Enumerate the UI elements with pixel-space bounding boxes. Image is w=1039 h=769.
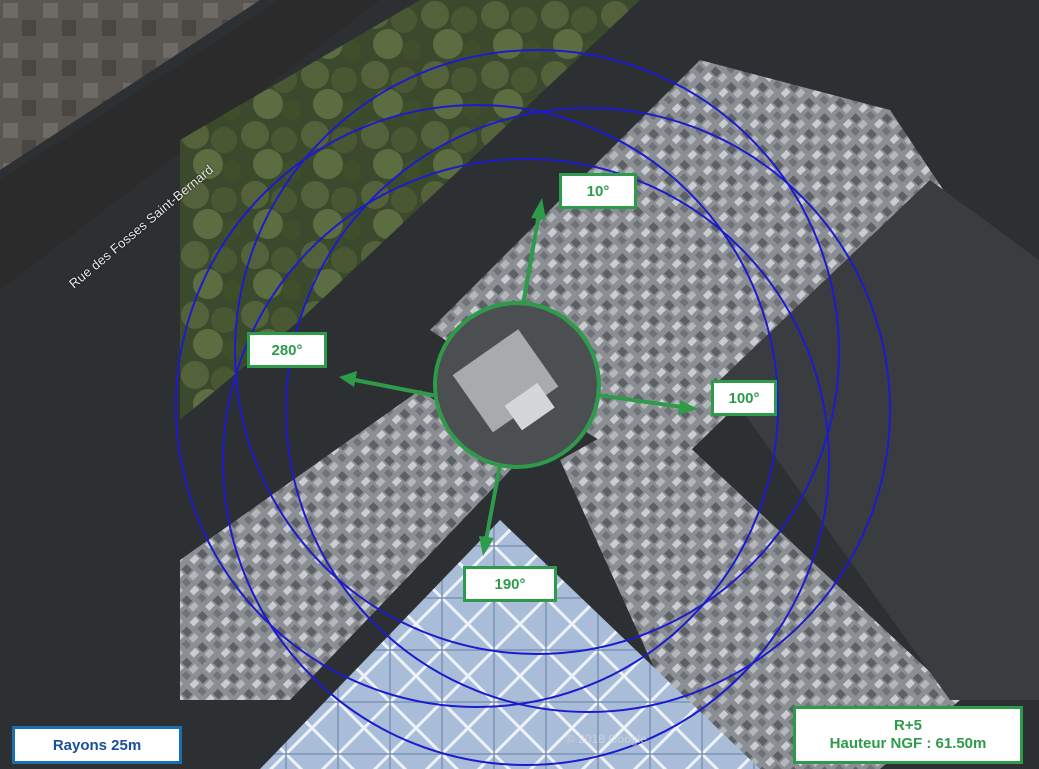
map-watermark: © 2018 Google [566,732,647,746]
rooftop-equipment [504,382,555,431]
direction-arrow-icon [521,198,546,306]
rooftop-equipment [452,329,559,433]
building-height: Hauteur NGF : 61.50m [829,735,987,752]
glass-pyramid-roof [260,520,760,769]
range-circle-10 [234,49,840,655]
tree-canopy [180,0,640,420]
direction-arrow-icon [339,371,438,398]
range-circle-280 [175,104,779,708]
radius-legend: Rayons 25m [12,726,182,764]
building-level: R+5 [894,717,922,734]
courtyard [720,180,1039,700]
bearing-label-190: 190° [463,566,557,602]
tower-outline [433,301,601,469]
bearing-label-100: 100° [711,380,777,416]
bearing-label-10: 10° [559,173,637,209]
city-block-nw [0,0,260,170]
range-circle-100 [285,107,891,713]
range-circle-190 [222,158,830,766]
building-info-box: R+5 Hauteur NGF : 61.50m [793,706,1023,764]
bearing-label-280: 280° [247,332,327,368]
direction-arrow-icon [479,464,502,556]
direction-arrow-icon [596,393,698,415]
building-wing-sw [180,390,520,700]
